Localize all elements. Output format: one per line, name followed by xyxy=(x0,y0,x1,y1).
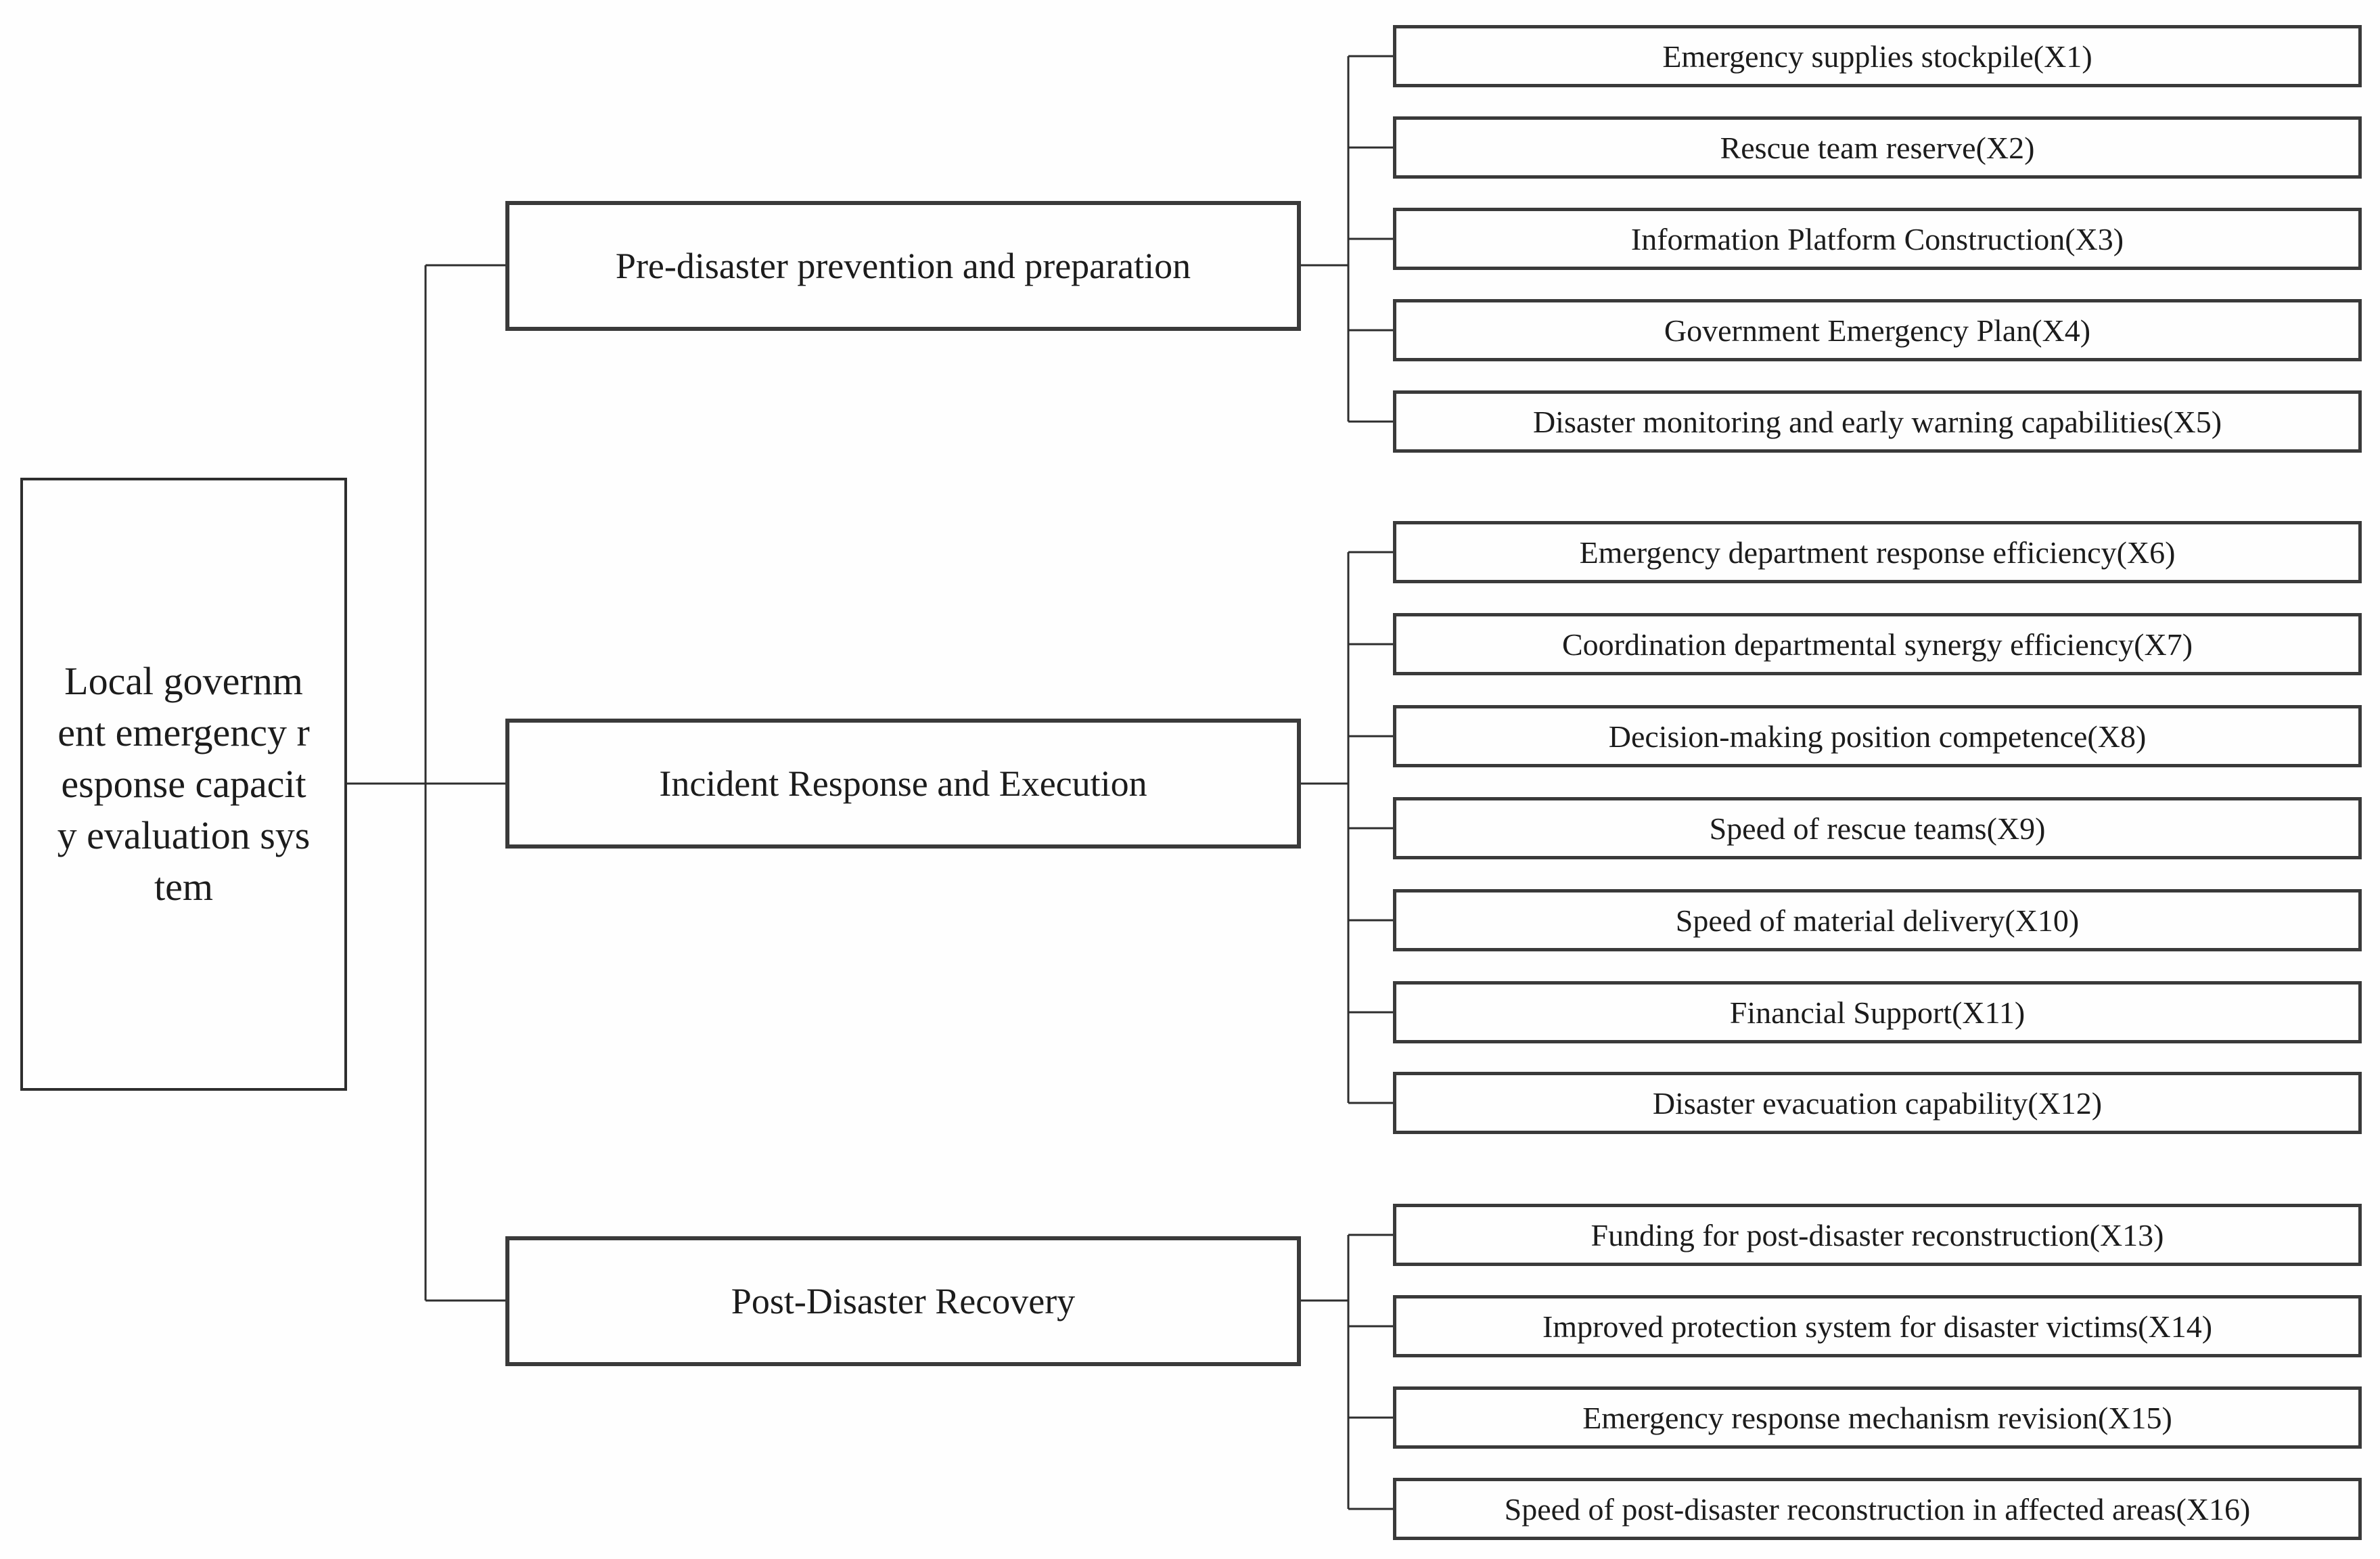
leaf-node-x13: Funding for post-disaster reconstruction… xyxy=(1393,1204,2362,1266)
leaf-node-x15: Emergency response mechanism revision(X1… xyxy=(1393,1386,2362,1449)
leaf-node-x3: Information Platform Construction(X3) xyxy=(1393,208,2362,270)
leaf-node-x8: Decision-making position competence(X8) xyxy=(1393,705,2362,767)
leaf-node-x2: Rescue team reserve(X2) xyxy=(1393,116,2362,179)
leaf-node-x11: Financial Support(X11) xyxy=(1393,981,2362,1043)
leaf-node-x12: Disaster evacuation capability(X12) xyxy=(1393,1072,2362,1134)
leaf-node-x6: Emergency department response efficiency… xyxy=(1393,521,2362,583)
root-node-evaluation-system: Local governm ent emergency r esponse ca… xyxy=(20,478,347,1091)
branch-node-pre-disaster-prevention: Pre-disaster prevention and preparation xyxy=(505,201,1301,331)
leaf-node-x14: Improved protection system for disaster … xyxy=(1393,1295,2362,1357)
leaf-node-x16: Speed of post-disaster reconstruction in… xyxy=(1393,1478,2362,1540)
leaf-node-x10: Speed of material delivery(X10) xyxy=(1393,889,2362,951)
leaf-node-x7: Coordination departmental synergy effici… xyxy=(1393,613,2362,675)
branch-node-post-disaster-recovery: Post-Disaster Recovery xyxy=(505,1236,1301,1366)
leaf-node-x1: Emergency supplies stockpile(X1) xyxy=(1393,25,2362,87)
leaf-node-x5: Disaster monitoring and early warning ca… xyxy=(1393,390,2362,453)
branch-node-incident-response: Incident Response and Execution xyxy=(505,719,1301,849)
leaf-node-x4: Government Emergency Plan(X4) xyxy=(1393,299,2362,361)
leaf-node-x9: Speed of rescue teams(X9) xyxy=(1393,797,2362,859)
